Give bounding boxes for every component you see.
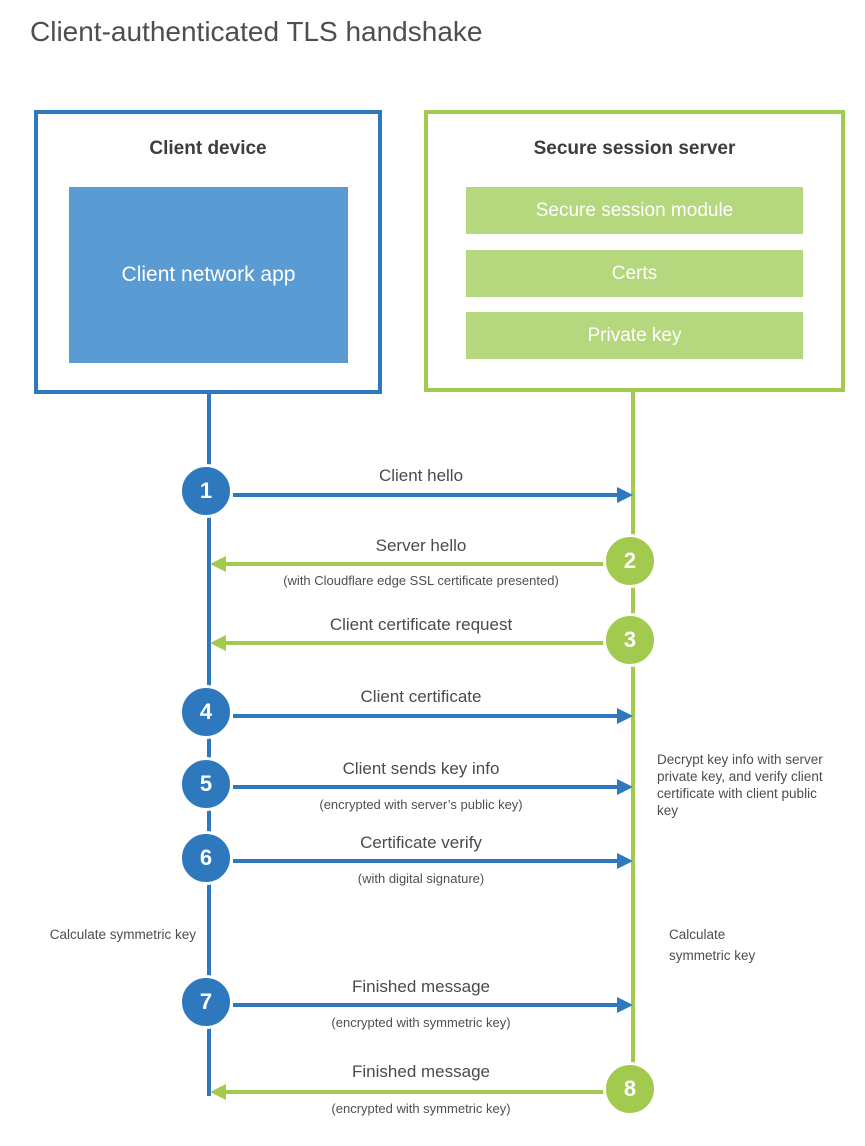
client-network-app-label: Client network app [121, 263, 296, 287]
step-3-circle: 3 [603, 613, 657, 667]
secure-session-module-bar: Secure session module [466, 187, 803, 234]
step-1-number: 1 [199, 478, 213, 503]
page-title: Client-authenticated TLS handshake [30, 16, 483, 47]
arrow-certificate-verify [233, 853, 633, 869]
arrow-client-certificate [233, 708, 633, 724]
step-8-number: 8 [623, 1076, 637, 1101]
step-8-label: Finished message [352, 1062, 490, 1081]
step-7-sublabel: (encrypted with symmetric key) [331, 1015, 511, 1030]
step-7-circle: 7 [179, 975, 233, 1029]
step-5-number: 5 [199, 771, 213, 796]
step-5-label: Client sends key info [342, 759, 500, 778]
calculate-symmetric-key-client-note: Calculate symmetric key [49, 927, 196, 942]
step-2-circle: 2 [603, 534, 657, 588]
step-5-circle: 5 [179, 757, 233, 811]
private-key-bar: Private key [466, 312, 803, 359]
step-6-circle: 6 [179, 831, 233, 885]
step-4-number: 4 [199, 699, 213, 724]
arrow-server-hello [210, 556, 609, 572]
step-4-circle: 4 [179, 685, 233, 739]
step-8-circle: 8 [603, 1062, 657, 1116]
arrow-client-sends-key-info [233, 779, 633, 795]
arrow-client-hello [233, 487, 633, 503]
arrow-client-certificate-request [210, 635, 609, 651]
arrow-finished-message-server [210, 1084, 609, 1100]
arrow-finished-message-client [233, 997, 633, 1013]
secure-session-server-title: Secure session server [533, 138, 736, 159]
client-device-box: Client device Client network app [34, 110, 382, 394]
secure-session-server-box: Secure session server Secure session mod… [424, 110, 845, 392]
step-1-label: Client hello [378, 466, 464, 485]
step-4-label: Client certificate [360, 687, 482, 706]
certs-bar: Certs [466, 250, 803, 297]
step-7-number: 7 [199, 989, 213, 1014]
step-6-number: 6 [199, 845, 213, 870]
step-5-sublabel: (encrypted with server’s public key) [319, 797, 523, 812]
server-lifeline [631, 390, 635, 1093]
step-2-sublabel: (with Cloudflare edge SSL certificate pr… [283, 573, 559, 588]
step-1-circle: 1 [179, 464, 233, 518]
decrypt-key-info-note: Decrypt key info with server private key… [657, 752, 823, 818]
calculate-symmetric-key-server-note: Calculate symmetric key [669, 927, 756, 963]
step-2-number: 2 [623, 548, 637, 573]
client-network-app-box: Client network app [69, 187, 348, 363]
step-6-label: Certificate verify [360, 833, 482, 852]
step-7-label: Finished message [352, 977, 490, 996]
step-6-sublabel: (with digital signature) [357, 871, 485, 886]
client-lifeline [207, 392, 211, 1096]
step-3-label: Client certificate request [329, 615, 513, 634]
step-2-label: Server hello [375, 536, 467, 555]
client-device-title: Client device [149, 138, 267, 159]
step-3-number: 3 [623, 627, 637, 652]
step-8-sublabel: (encrypted with symmetric key) [331, 1101, 511, 1116]
